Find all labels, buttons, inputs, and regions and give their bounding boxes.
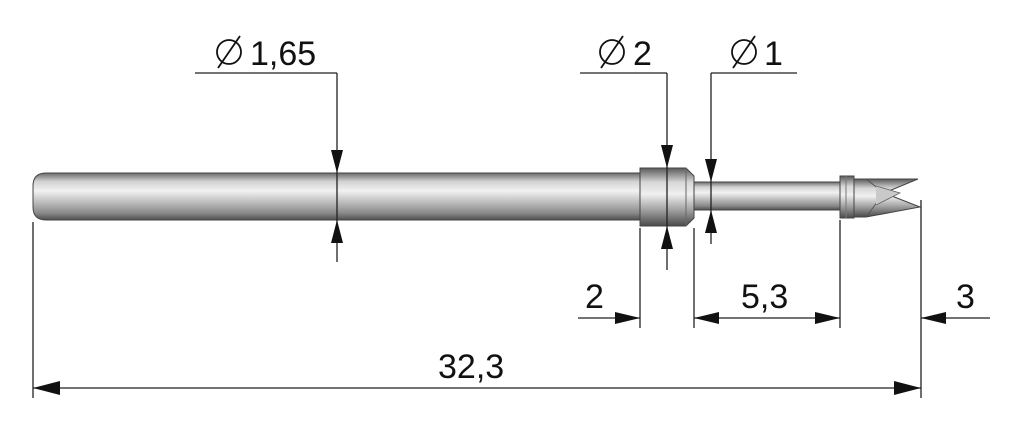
tip-shaft-length-value: 5,3 bbox=[741, 278, 788, 316]
probe-pin bbox=[32, 167, 922, 227]
extension-lines bbox=[32, 200, 922, 398]
dim-tip-shaft-length: 5,3 bbox=[694, 278, 840, 324]
diameter-symbol-icon bbox=[599, 35, 625, 69]
dim-shaft-diameter: 1,65 bbox=[195, 35, 343, 262]
tip-shaft-diameter-value: 1 bbox=[764, 35, 783, 73]
crown-neck bbox=[839, 175, 855, 219]
dim-total-length: 32,3 bbox=[33, 348, 921, 395]
dim-crown-length: 3 bbox=[921, 278, 990, 324]
dim-collar-length: 2 bbox=[578, 278, 640, 324]
crown-length-value: 3 bbox=[956, 278, 975, 316]
collar-diameter-value: 2 bbox=[633, 35, 652, 73]
collar-length-value: 2 bbox=[585, 278, 604, 316]
diameter-symbol-icon bbox=[216, 35, 242, 69]
dim-tip-shaft-diameter: 1 bbox=[705, 35, 797, 244]
tip-shaft bbox=[693, 181, 841, 211]
diameter-symbol-icon bbox=[731, 35, 757, 69]
dim-collar-diameter: 2 bbox=[580, 35, 673, 270]
total-length-value: 32,3 bbox=[438, 348, 504, 386]
shaft-diameter-value: 1,65 bbox=[250, 35, 316, 73]
